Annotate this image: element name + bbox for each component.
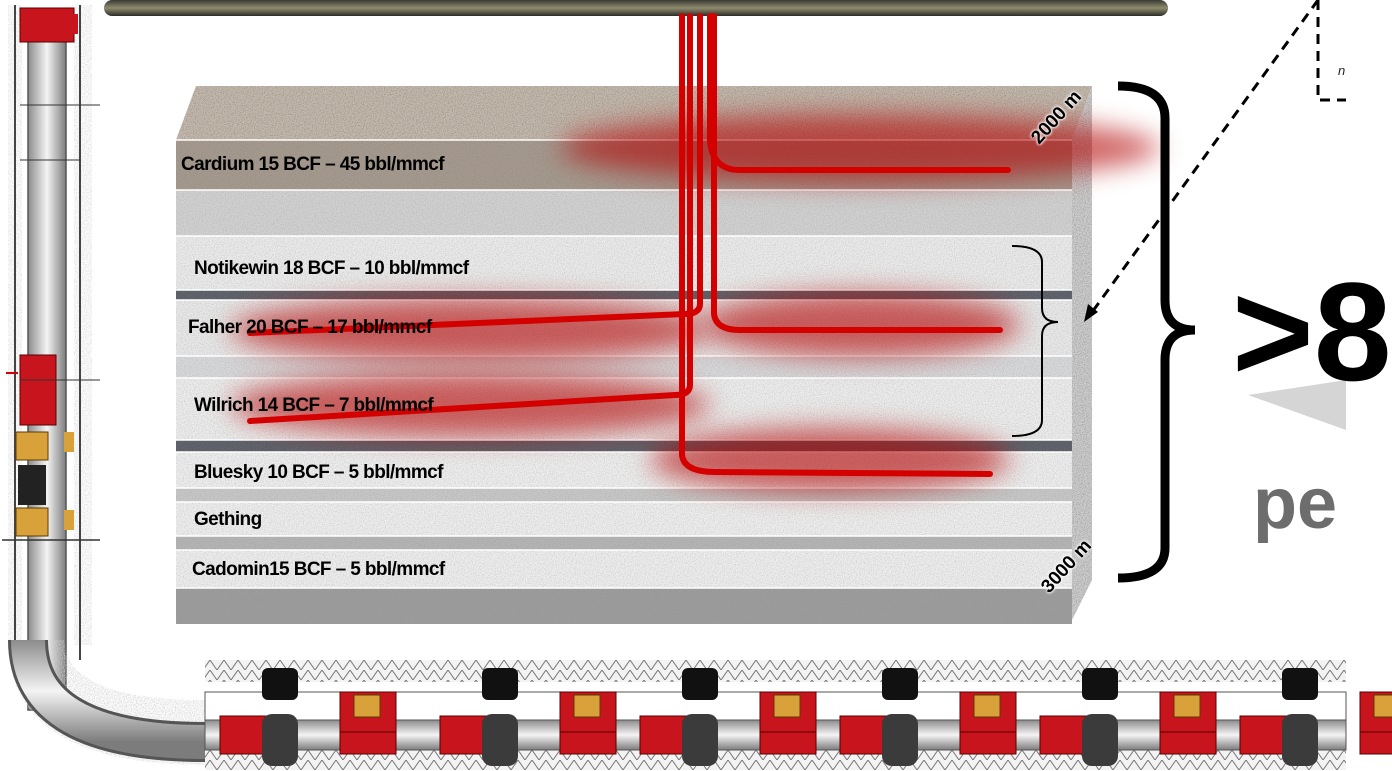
callout-big-text: >8: [1232, 253, 1392, 410]
lateral-packer-element: [1282, 714, 1318, 766]
ground-surface: [104, 0, 1168, 16]
lateral-packer-element: [262, 714, 298, 766]
lateral-black-packer: [682, 668, 718, 700]
stratum-texture: [176, 290, 1072, 300]
corner-text: n: [1338, 63, 1346, 78]
lateral-black-packer: [1282, 668, 1318, 700]
lateral-sleeve-lower: [339, 731, 397, 755]
large-brace: [1117, 81, 1196, 583]
layer-label-bluesky: Bluesky 10 BCF – 5 bbl/mmcf: [194, 462, 443, 483]
stratum-texture: [176, 550, 1072, 588]
lateral-packer-element: [482, 714, 518, 766]
arrow-head: [1084, 304, 1098, 322]
lateral-gold-port: [353, 694, 381, 718]
stratum-texture: [176, 588, 1072, 624]
lateral-gold-port: [773, 694, 801, 718]
lateral-sleeve-lower: [559, 731, 617, 755]
lateral-red-collar: [1239, 715, 1287, 755]
lateral-sleeve-lower: [959, 731, 1017, 755]
layer-label-wilrich: Wilrich 14 BCF – 7 bbl/mmcf: [194, 395, 434, 416]
stratum-texture: [176, 536, 1072, 550]
dashed-arrow: [1088, 0, 1346, 316]
stratum-texture: [176, 488, 1072, 502]
lateral-red-collar: [1039, 715, 1087, 755]
lateral-packer-element: [1082, 714, 1118, 766]
layer-label-gething: Gething: [194, 509, 262, 530]
lateral-red-collar: [439, 715, 487, 755]
small-brace: [1011, 245, 1059, 437]
lateral-black-packer: [262, 668, 298, 700]
lateral-gold-port: [573, 694, 601, 718]
lateral-packer-element: [682, 714, 718, 766]
lateral-black-packer: [482, 668, 518, 700]
lateral-black-packer: [882, 668, 918, 700]
lateral-gold-port: [973, 694, 1001, 718]
lateral-red-collar: [639, 715, 687, 755]
lateral-sleeve-lower: [759, 731, 817, 755]
wellbores: [247, 13, 1011, 477]
vertical-well-schematic: [2, 5, 100, 711]
stratum-texture: [176, 236, 1072, 290]
horizontal-lateral: [8, 639, 1392, 770]
lateral-gold-port: [1173, 694, 1201, 718]
layer-label-falher: Falher 20 BCF – 17 bbl/mmcf: [188, 317, 432, 338]
lateral-sleeve-lower: [1359, 731, 1392, 755]
stratum-texture: [176, 356, 1072, 378]
layer-label-cardium: Cardium 15 BCF – 45 bbl/mmcf: [181, 154, 445, 175]
lateral-black-packer: [1082, 668, 1118, 700]
layer-label-cadomin: Cadomin15 BCF – 5 bbl/mmcf: [192, 559, 445, 580]
lateral-gold-port: [1373, 694, 1392, 718]
lateral-red-collar: [219, 715, 267, 755]
lateral-sleeve-lower: [1159, 731, 1217, 755]
lateral-red-collar: [839, 715, 887, 755]
callout-reflection: [1248, 380, 1346, 430]
callout-sub-text: pe: [1253, 464, 1338, 544]
lateral-packer-element: [882, 714, 918, 766]
layer-label-notikewin: Notikewin 18 BCF – 10 bbl/mmcf: [194, 258, 469, 279]
stratum-texture: [176, 502, 1072, 536]
stratum-texture: [176, 190, 1072, 236]
